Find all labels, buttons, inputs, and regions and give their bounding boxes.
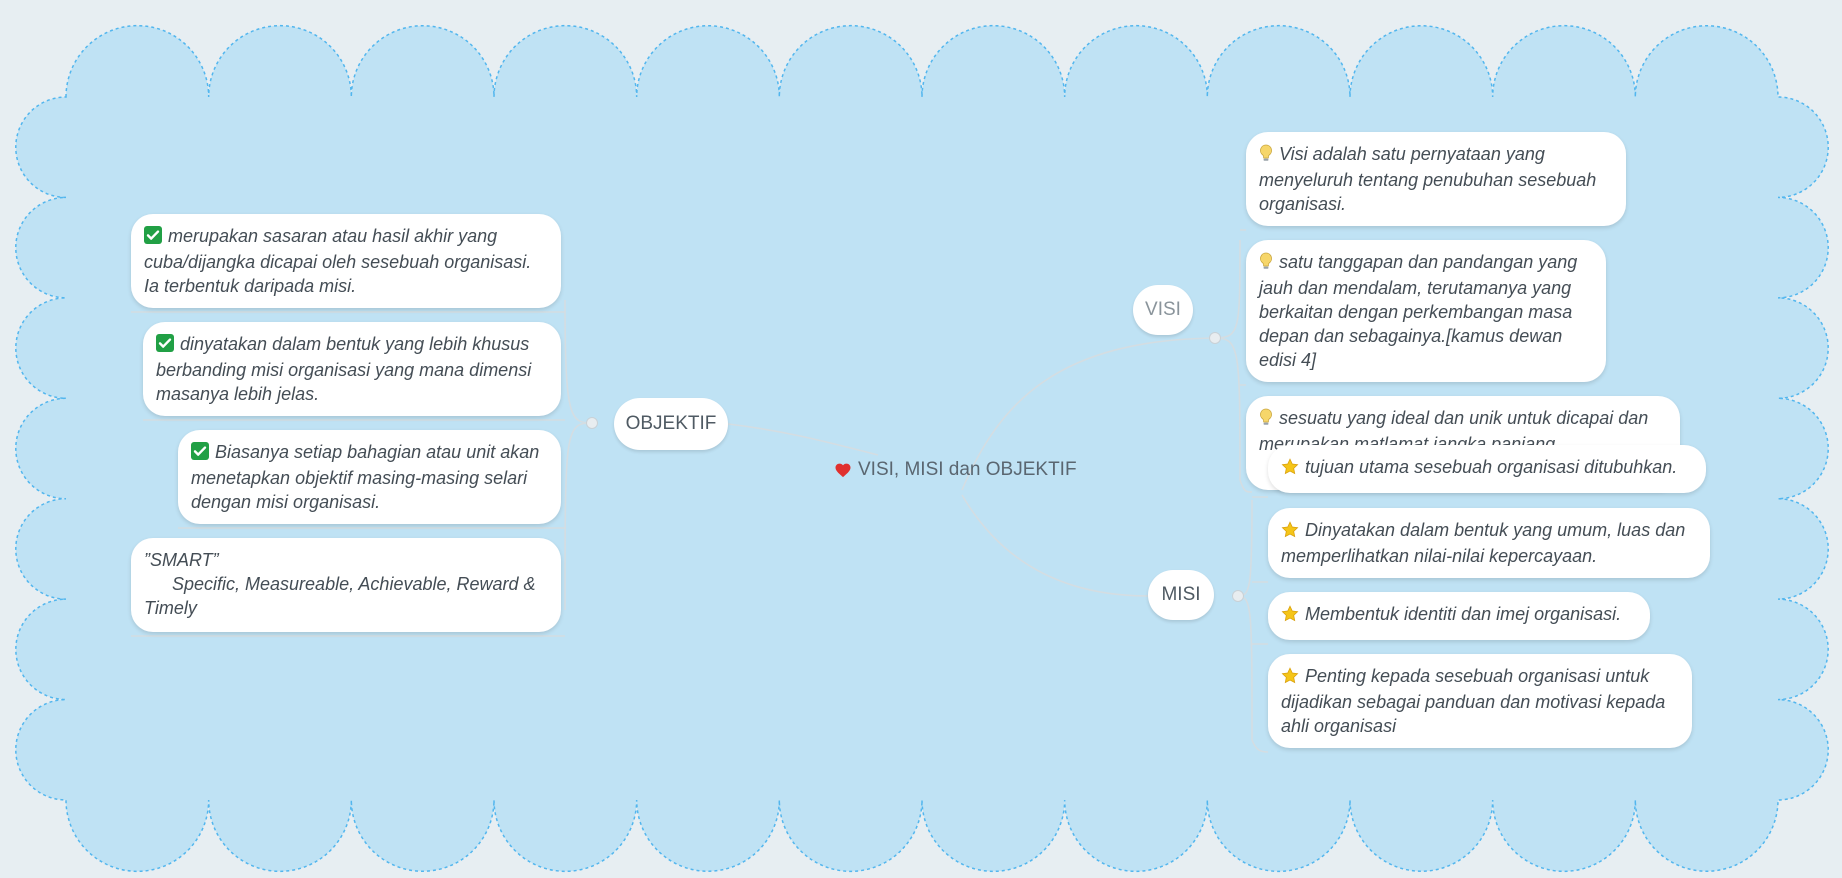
lightbulb-icon [1259, 252, 1273, 276]
central-topic-label: VISI, MISI dan OBJEKTIF [858, 459, 1077, 480]
visi-collapse-dot[interactable] [1209, 332, 1221, 344]
visi-item-1-text: Visi adalah satu pernyataan yang menyelu… [1259, 144, 1597, 214]
misi-collapse-dot[interactable] [1232, 590, 1244, 602]
misi-item-1[interactable]: tujuan utama sesebuah organisasi ditubuh… [1268, 445, 1706, 493]
visi-item-2-text: satu tanggapan dan pandangan yang jauh d… [1259, 252, 1578, 370]
star-icon [1281, 604, 1299, 628]
visi-item-1[interactable]: Visi adalah satu pernyataan yang menyelu… [1246, 132, 1626, 226]
check-mark-icon [191, 442, 209, 466]
connector-misi-items [1237, 496, 1269, 753]
objektif-item-3-text: Biasanya setiap bahagian atau unit akan … [191, 442, 540, 512]
connector-center-visi [961, 337, 1216, 491]
topic-visi[interactable]: VISI [1133, 285, 1193, 335]
objektif-item-3[interactable]: Biasanya setiap bahagian atau unit akan … [178, 430, 561, 524]
connector-visi-items [1214, 229, 1253, 493]
objektif-item-2[interactable]: dinyatakan dalam bentuk yang lebih khusu… [143, 322, 561, 416]
star-icon [1281, 520, 1299, 544]
misi-item-4[interactable]: Penting kepada sesebuah organisasi untuk… [1268, 654, 1692, 748]
star-icon [1281, 457, 1299, 481]
lightbulb-icon [1259, 144, 1273, 168]
topic-misi[interactable]: MISI [1148, 570, 1214, 620]
misi-item-1-text: tujuan utama sesebuah organisasi ditubuh… [1305, 457, 1678, 477]
connector-center-objektif [727, 423, 879, 456]
topic-misi-label: MISI [1161, 584, 1201, 605]
objektif-item-2-text: dinyatakan dalam bentuk yang lebih khusu… [156, 334, 532, 404]
connector-center-misi [961, 494, 1149, 597]
objektif-item-smart[interactable]: ”SMART” Specific, Measureable, Achievabl… [131, 538, 561, 632]
check-mark-icon [156, 334, 174, 358]
smart-text: Specific, Measureable, Achievable, Rewar… [144, 574, 536, 618]
misi-item-4-text: Penting kepada sesebuah organisasi untuk… [1281, 666, 1666, 736]
topic-visi-label: VISI [1145, 299, 1181, 320]
objektif-item-1[interactable]: merupakan sasaran atau hasil akhir yang … [131, 214, 561, 308]
visi-item-2[interactable]: satu tanggapan dan pandangan yang jauh d… [1246, 240, 1606, 382]
check-mark-icon [144, 226, 162, 250]
objektif-item-1-text: merupakan sasaran atau hasil akhir yang … [144, 226, 532, 296]
topic-objektif[interactable]: OBJEKTIF [614, 398, 728, 450]
smart-title: ”SMART” [144, 550, 219, 570]
central-topic[interactable]: VISI, MISI dan OBJEKTIF [834, 455, 1077, 485]
misi-item-3[interactable]: Membentuk identiti dan imej organisasi. [1268, 592, 1650, 640]
star-icon [1281, 666, 1299, 690]
misi-item-3-text: Membentuk identiti dan imej organisasi. [1305, 604, 1622, 624]
misi-item-2[interactable]: Dinyatakan dalam bentuk yang umum, luas … [1268, 508, 1710, 578]
objektif-collapse-dot[interactable] [586, 417, 598, 429]
topic-objektif-label: OBJEKTIF [625, 413, 717, 434]
heart-icon [835, 463, 851, 478]
misi-item-2-text: Dinyatakan dalam bentuk yang umum, luas … [1281, 520, 1686, 566]
lightbulb-icon [1259, 408, 1273, 432]
connector-objektif-items [131, 299, 593, 637]
